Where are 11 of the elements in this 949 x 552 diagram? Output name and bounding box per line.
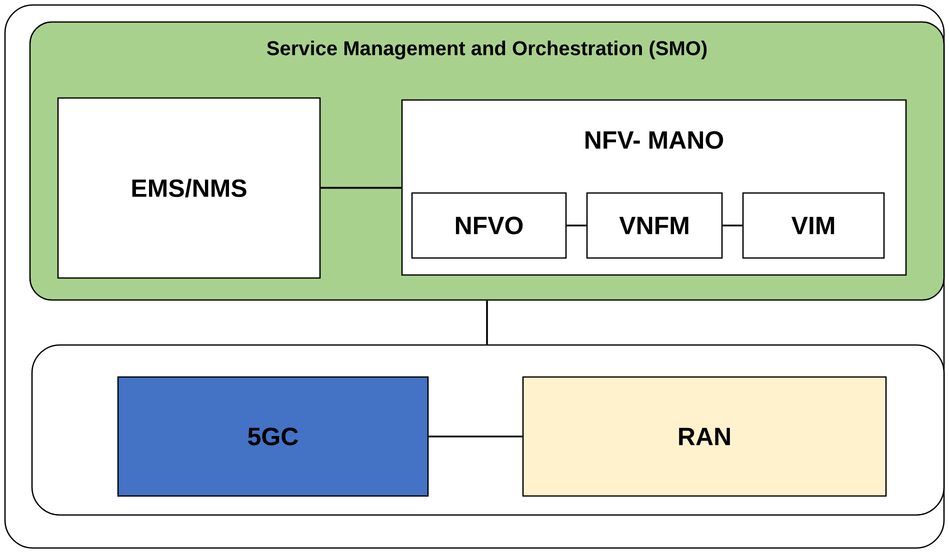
connector-line (566, 224, 586, 226)
connector-line (428, 436, 522, 438)
vim-box: VIM (742, 192, 885, 259)
connector-line (722, 224, 742, 226)
ran-box: RAN (522, 376, 887, 497)
connector-line (320, 186, 402, 189)
vnfm-box: VNFM (586, 192, 723, 259)
ems-box: EMS/NMS (57, 97, 321, 279)
connector-line (486, 300, 488, 344)
nfvo-box: NFVO (411, 192, 567, 259)
core-box: 5GC (117, 376, 429, 497)
